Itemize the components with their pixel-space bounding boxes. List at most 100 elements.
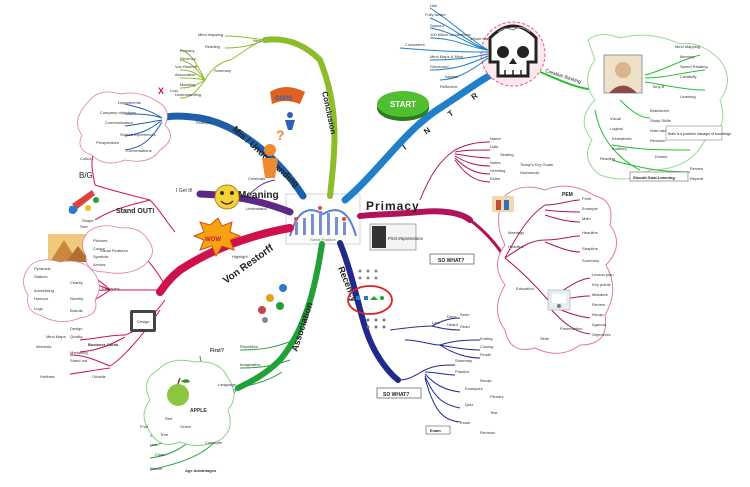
svg-text:Design: Design xyxy=(70,326,82,331)
svg-text:Shape: Shape xyxy=(82,218,94,223)
svg-text:Exam: Exam xyxy=(430,428,441,433)
svg-text:Design: Design xyxy=(137,319,150,324)
svg-text:Departments: Departments xyxy=(118,100,141,105)
start-button[interactable]: START xyxy=(377,91,429,121)
svg-text:Green: Green xyxy=(180,424,191,429)
svg-text:Structured: Structured xyxy=(430,64,448,69)
intro-left-subbranches xyxy=(399,7,489,81)
svg-text:Note taking: Note taking xyxy=(650,128,670,133)
branch-primacy-label[interactable]: Primacy xyxy=(366,199,420,213)
svg-text:Examples: Examples xyxy=(465,386,483,391)
svg-text:Name: Name xyxy=(490,136,501,141)
svg-text:Pictures: Pictures xyxy=(93,238,107,243)
central-image: Serial Position xyxy=(285,193,361,245)
svg-text:Brainstorm: Brainstorm xyxy=(650,108,670,113)
svg-text:Association: Association xyxy=(175,72,195,77)
svg-text:OOPS: OOPS xyxy=(275,96,292,102)
highlight-label: Highlight xyxy=(232,254,248,259)
svg-text:100 billion connections: 100 billion connections xyxy=(430,32,470,37)
svg-text:Learning: Learning xyxy=(680,94,696,99)
branch-recency-line xyxy=(337,240,401,383)
misunderstanding-cloud xyxy=(77,91,171,164)
svg-text:WOW: WOW xyxy=(205,237,221,243)
svg-text:Closing: Closing xyxy=(480,344,493,349)
primacy-top-subbranches xyxy=(419,141,491,201)
svg-text:Revision: Revision xyxy=(480,430,495,435)
svg-text:Interests: Interests xyxy=(36,344,51,349)
branch-meaning-line xyxy=(196,190,294,216)
intro-brain-words: Use Fully Aware Whole brain Spaced 100 b… xyxy=(405,3,491,89)
svg-text:Communication: Communication xyxy=(105,120,133,125)
vonrestorff-words: Colour Shape Size Visual Features Pictur… xyxy=(34,156,128,379)
svg-text:Symbols: Symbols xyxy=(93,254,108,259)
svg-text:Mistakes: Mistakes xyxy=(592,292,608,297)
svg-text:Reading: Reading xyxy=(600,156,615,161)
svg-text:Picture: Picture xyxy=(150,466,163,471)
svg-text:Mind Mapping: Mind Mapping xyxy=(675,44,700,49)
svg-text:SO WHAT?: SO WHAT? xyxy=(383,392,409,398)
svg-text:START: START xyxy=(390,100,416,109)
svg-text:Creativity: Creativity xyxy=(680,74,697,79)
svg-text:Agenda: Agenda xyxy=(592,322,607,327)
svg-text:X: X xyxy=(158,86,164,96)
bottom-note: Should Goal-Learning xyxy=(629,171,689,182)
svg-text:Notes: Notes xyxy=(490,160,500,165)
svg-text:Marketing: Marketing xyxy=(70,350,88,355)
svg-text:Red: Red xyxy=(165,416,172,421)
apple-icon xyxy=(167,377,190,406)
first-impressions-card: First Impressions xyxy=(369,223,424,251)
association-words: First? Repetition Imagination Language A… xyxy=(140,344,261,473)
svg-text:Logo: Logo xyxy=(34,306,44,311)
svg-text:First Impressions: First Impressions xyxy=(388,236,424,241)
svg-text:Kinesthetic: Kinesthetic xyxy=(612,136,632,141)
svg-text:Objectives: Objectives xyxy=(592,332,611,337)
svg-text:Slide: Slide xyxy=(540,336,550,341)
stand-out-text[interactable]: Stand OUT! xyxy=(116,208,155,215)
svg-text:Tony B: Tony B xyxy=(652,84,665,89)
svg-text:Headline: Headline xyxy=(508,244,525,249)
svg-text:Use: Use xyxy=(430,3,438,8)
svg-text:Exam: Exam xyxy=(460,420,471,425)
svg-text:Meetings: Meetings xyxy=(508,230,524,235)
svg-text:Imagination: Imagination xyxy=(240,362,261,367)
svg-text:Today's Key Goals: Today's Key Goals xyxy=(520,162,553,167)
svg-text:Visual: Visual xyxy=(610,116,621,121)
primacy-top-words: Name Date Seating Notes Greeting Rules T… xyxy=(490,136,553,181)
svg-text:Greeting: Greeting xyxy=(490,168,505,173)
branch-meaning-label[interactable]: Meaning xyxy=(238,190,279,201)
primacy-sowhat-box[interactable]: SO WHAT? xyxy=(429,253,475,265)
conclusion-subbranches xyxy=(179,35,266,99)
svg-text:Key points: Key points xyxy=(592,282,611,287)
svg-text:Age Advantages: Age Advantages xyxy=(185,468,217,473)
skull-brain-icon xyxy=(480,21,546,87)
svg-text:Fully Aware: Fully Aware xyxy=(425,12,446,17)
svg-text:SO WHAT?: SO WHAT? xyxy=(438,258,464,264)
branch-misunderstanding-label[interactable]: Mis / Understanding xyxy=(231,124,302,189)
svg-text:Seen: Seen xyxy=(460,312,469,317)
association-cloud xyxy=(143,359,235,446)
svg-text:Whole brain: Whole brain xyxy=(470,36,491,41)
svg-text:Meaning: Meaning xyxy=(180,82,195,87)
svg-text:Test: Test xyxy=(490,410,498,415)
meaning-words: I Get It! Celebrate Understand xyxy=(176,176,267,211)
recency-sowhat-box[interactable]: SO WHAT? xyxy=(376,387,422,399)
svg-text:Mind Maps: Mind Maps xyxy=(46,334,66,339)
svg-text:Examples: Examples xyxy=(102,286,120,291)
svg-text:Stand out: Stand out xyxy=(70,358,88,363)
svg-text:Seating: Seating xyxy=(500,152,514,157)
recency-icons xyxy=(347,269,393,329)
svg-text:Primacy: Primacy xyxy=(180,48,194,53)
svg-text:PEM: PEM xyxy=(562,192,573,198)
svg-text:Humour: Humour xyxy=(34,296,49,301)
svg-text:Plenary: Plenary xyxy=(490,394,504,399)
svg-text:Stand OUT!: Stand OUT! xyxy=(116,208,155,215)
person-photo xyxy=(603,54,643,94)
svg-text:Hobbies: Hobbies xyxy=(40,374,55,379)
svg-text:Company objectives: Company objectives xyxy=(100,110,136,115)
svg-text:Recap: Recap xyxy=(592,312,604,317)
branch-association-label[interactable]: Association xyxy=(289,301,314,353)
svg-text:Outside: Outside xyxy=(92,374,107,379)
branch-misunderstanding-line xyxy=(156,112,307,200)
svg-text:Conversations: Conversations xyxy=(126,148,152,153)
